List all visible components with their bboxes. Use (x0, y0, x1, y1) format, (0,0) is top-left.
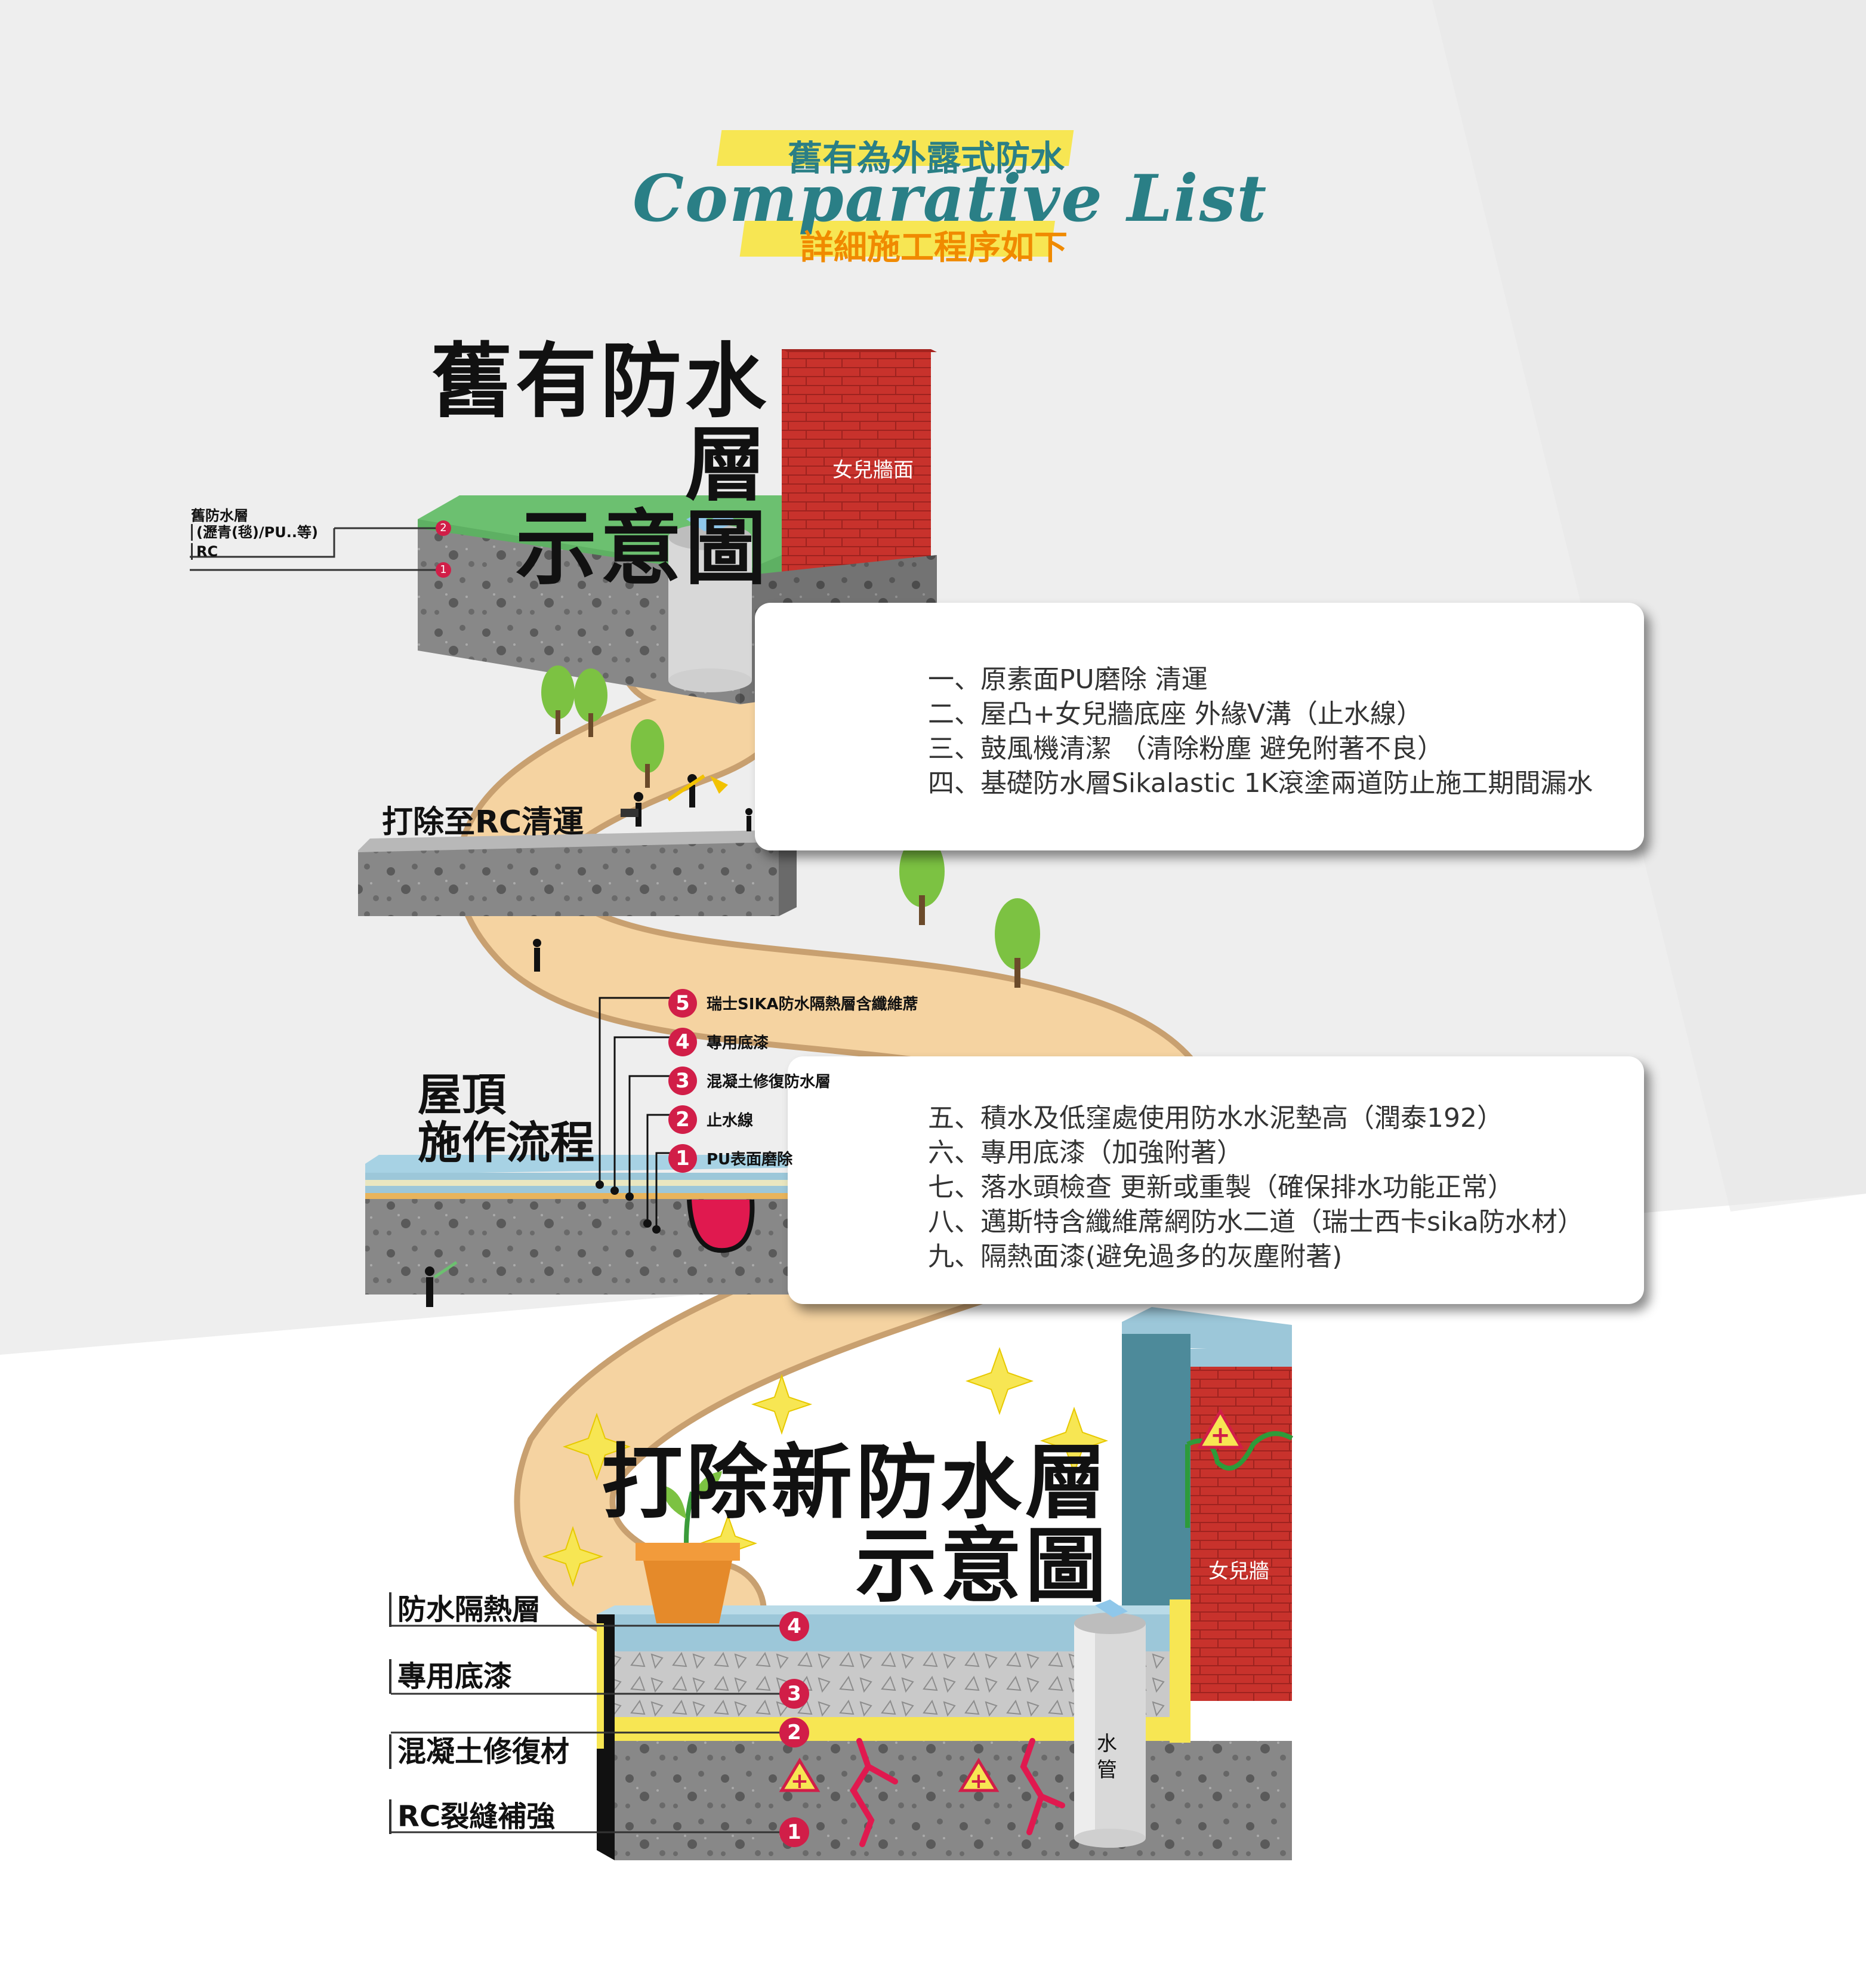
new-num-1-badge: 1 (779, 1817, 809, 1847)
header-subtitle-top: 舊有為外露式防水 (787, 138, 1065, 178)
new-layer-title: 打除新防水層 示意圖 (597, 1441, 1110, 1608)
old-legend-line1: 舊防水層 (191, 507, 248, 524)
step-item: 五、積水及低窪處使用防水水泥墊高（潤泰192） (928, 1103, 1503, 1133)
old-wall-label: 女兒牆面 (832, 458, 914, 482)
roof-layer-label: 專用底漆 (707, 1034, 769, 1052)
new-left-label-1: 防水隔熱層 (389, 1592, 541, 1627)
svg-text:+: + (970, 1769, 988, 1793)
header-subtitle-bottom: 詳細施工程序如下 (800, 229, 1068, 267)
new-left-label-2: 專用底漆 (389, 1659, 512, 1694)
old-num-1-badge: 1 (436, 562, 451, 578)
steps-panel-2: 五、積水及低窪處使用防水水泥墊高（潤泰192） 六、專用底漆（加強附著） 七、落… (788, 1056, 1644, 1304)
old-layer-title-line1: 舊有防水層 (431, 335, 770, 513)
demolition-label: 打除至RC清運 (382, 805, 584, 840)
old-legend: 舊防水層 (瀝青(毯)/PU..等) RC (191, 507, 318, 560)
old-layer-title: 舊有防水層 示意圖 (376, 340, 770, 591)
roof-layer-label: 瑞士SIKA防水隔熱層含纖維蓆 (707, 995, 918, 1013)
svg-text:+: + (1210, 1422, 1230, 1449)
new-num: 1 (787, 1820, 801, 1844)
header-script-title: Comparative List (633, 161, 1268, 236)
new-left-label-3: 混凝土修復材 (389, 1734, 569, 1769)
new-num: 4 (787, 1614, 801, 1638)
new-num: 3 (787, 1682, 801, 1706)
new-num-4-badge: 4 (779, 1611, 809, 1641)
step-item: 二、屋凸+女兒牆底座 外緣V溝（止水線） (928, 699, 1423, 729)
roof-layer-list: 5 瑞士SIKA防水隔熱層含纖維蓆 4 專用底漆 3 混凝土修復防水層 2 止水… (668, 984, 918, 1178)
new-layer-title-line1: 打除新防水層 (602, 1436, 1110, 1530)
steps-list-2: 五、積水及低窪處使用防水水泥墊高（潤泰192） 六、專用底漆（加強附著） 七、落… (928, 1101, 1584, 1274)
step-item: 九、隔熱面漆(避免過多的灰塵附著) (928, 1241, 1343, 1272)
pipe-label: 水 管 (1092, 1731, 1122, 1783)
roof-process-title-line2: 施作流程 (418, 1117, 594, 1169)
old-layer-title-line2: 示意圖 (516, 502, 770, 596)
new-num: 2 (787, 1721, 801, 1744)
pipe-label-1: 水 (1097, 1732, 1117, 1756)
new-num-3-badge: 3 (779, 1679, 809, 1709)
old-num-2-badge: 2 (436, 520, 451, 536)
roof-layer-row: 1 PU表面磨除 (668, 1139, 918, 1178)
new-left-label-4: RC裂縫補強 (389, 1799, 555, 1834)
step-item: 八、邁斯特含纖維蓆網防水二道（瑞士西卡sika防水材） (928, 1207, 1584, 1237)
roof-layer-num: 2 (668, 1105, 697, 1134)
step-item: 七、落水頭檢查 更新或重製（確保排水功能正常） (928, 1172, 1514, 1203)
roof-layer-row: 2 止水線 (668, 1100, 918, 1139)
new-wall-label: 女兒牆 (1208, 1559, 1269, 1583)
roof-layer-num: 3 (668, 1066, 697, 1095)
step-item: 六、專用底漆（加強附著） (928, 1138, 1243, 1168)
step-item: 四、基礎防水層Sikalastic 1K滾塗兩道防止施工期間漏水 (928, 768, 1593, 799)
svg-text:+: + (791, 1769, 809, 1793)
old-legend-line3: RC (191, 543, 318, 560)
pipe-label-2: 管 (1097, 1758, 1117, 1782)
roof-layer-label: PU表面磨除 (707, 1151, 793, 1169)
roof-layer-num: 1 (668, 1144, 697, 1173)
roof-layer-num: 4 (668, 1027, 697, 1056)
roof-process-title: 屋頂 施作流程 (418, 1071, 594, 1167)
old-num-2: 2 (440, 522, 447, 534)
old-num-1: 1 (440, 563, 447, 576)
step-item: 一、原素面PU磨除 清運 (928, 664, 1208, 695)
steps-panel-1: 一、原素面PU磨除 清運 二、屋凸+女兒牆底座 外緣V溝（止水線） 三、鼓風機清… (755, 603, 1644, 850)
steps-list-1: 一、原素面PU磨除 清運 二、屋凸+女兒牆底座 外緣V溝（止水線） 三、鼓風機清… (928, 662, 1593, 801)
roof-layer-row: 5 瑞士SIKA防水隔熱層含纖維蓆 (668, 984, 918, 1022)
roof-layer-row: 3 混凝土修復防水層 (668, 1061, 918, 1100)
roof-layer-label: 混凝土修復防水層 (707, 1073, 831, 1091)
new-num-2-badge: 2 (779, 1718, 809, 1747)
roof-process-title-line1: 屋頂 (418, 1069, 506, 1121)
old-legend-line2: (瀝青(毯)/PU..等) (191, 524, 318, 541)
roof-layer-label: 止水線 (707, 1112, 754, 1130)
roof-layer-num: 5 (668, 988, 697, 1018)
roof-layer-row: 4 專用底漆 (668, 1022, 918, 1061)
step-item: 三、鼓風機清潔 （清除粉塵 避免附著不良） (928, 733, 1444, 764)
new-layer-title-line2: 示意圖 (856, 1519, 1110, 1614)
